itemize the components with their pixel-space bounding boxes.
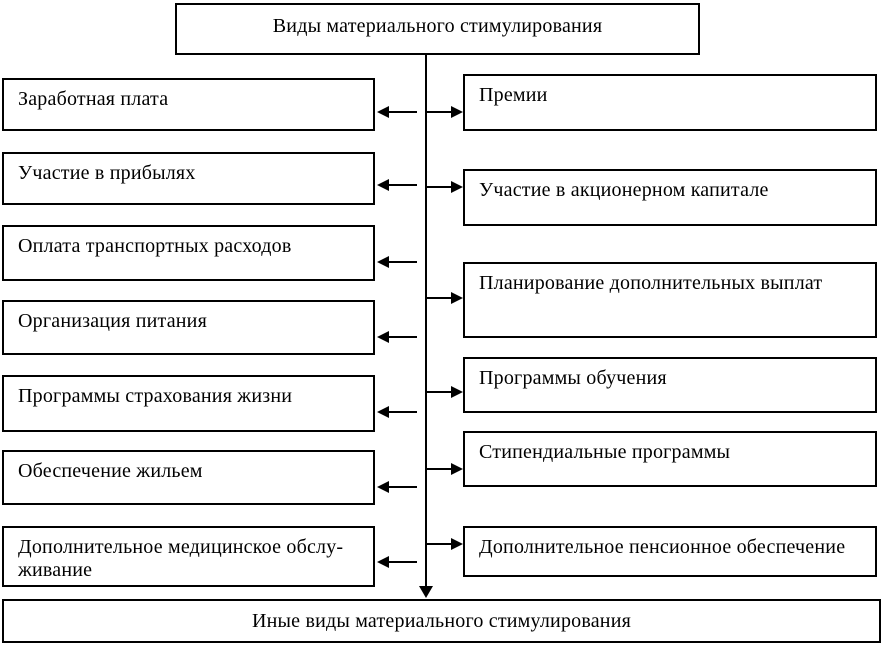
right-arrowhead-icon [451, 292, 463, 304]
arrow-to-life-insurance [377, 406, 417, 418]
right-arrowhead-icon [451, 181, 463, 193]
title-label: Виды материального стимулирования [272, 15, 603, 37]
arrow-shaft [389, 486, 417, 488]
arrow-to-scholarship-programs [427, 463, 463, 475]
left-arrowhead-icon [377, 331, 389, 343]
arrow-to-salary [377, 106, 417, 118]
box-extra-payments-planning: Планирование дополнительных выплат [463, 262, 877, 338]
box-salary-label: Заработная плата [18, 88, 169, 110]
box-catering-label: Организация питания [18, 310, 207, 332]
arrow-to-bonuses [427, 106, 463, 118]
box-scholarship-programs-label: Стипендиальные программы [479, 441, 731, 463]
box-housing: Обеспечение жильем [2, 450, 375, 505]
arrow-to-equity-participation [427, 181, 463, 193]
box-transport-costs-label: Оплата транспортных расходов [18, 235, 292, 257]
footer-label: Иные виды материального стимулирования [251, 610, 632, 632]
left-arrowhead-icon [377, 406, 389, 418]
arrow-shaft [427, 186, 453, 188]
left-arrowhead-icon [377, 481, 389, 493]
arrow-to-transport-costs [377, 256, 417, 268]
box-training-programs-label: Программы обучения [479, 367, 667, 389]
arrow-shaft [389, 336, 417, 338]
box-scholarship-programs: Стипендиальные программы [463, 431, 877, 487]
box-equity-participation: Участие в акционерном капитале [463, 169, 877, 226]
down-arrowhead-icon [419, 586, 433, 598]
arrow-shaft [427, 468, 453, 470]
box-medical-care: Дополнительное медицинское обслу- живани… [2, 526, 375, 587]
box-salary: Заработная плата [2, 78, 375, 131]
box-pension-provision: Дополнительное пенсионное обеспечение [463, 526, 877, 577]
box-profit-sharing-label: Участие в прибылях [18, 162, 196, 184]
box-profit-sharing: Участие в прибылях [2, 152, 375, 205]
arrow-shaft [427, 391, 453, 393]
left-arrowhead-icon [377, 179, 389, 191]
central-connector-line [425, 55, 427, 586]
box-equity-participation-label: Участие в акционерном капитале [479, 179, 769, 201]
arrow-shaft [389, 411, 417, 413]
arrow-shaft [427, 111, 453, 113]
arrow-shaft [389, 561, 417, 563]
box-extra-payments-planning-label: Планирование дополнительных выплат [479, 272, 823, 294]
arrow-shaft [389, 184, 417, 186]
box-catering: Организация питания [2, 300, 375, 355]
right-arrowhead-icon [451, 538, 463, 550]
arrow-to-training-programs [427, 386, 463, 398]
box-other-incentives: Иные виды материального стимулирования [2, 599, 881, 643]
box-life-insurance: Программы страхования жизни [2, 375, 375, 432]
left-arrowhead-icon [377, 556, 389, 568]
box-training-programs: Программы обучения [463, 357, 877, 413]
box-pension-provision-label: Дополнительное пенсионное обеспечение [479, 536, 846, 558]
left-arrowhead-icon [377, 256, 389, 268]
box-life-insurance-label: Программы страхования жизни [18, 385, 293, 407]
arrow-to-catering [377, 331, 417, 343]
right-arrowhead-icon [451, 106, 463, 118]
arrow-to-pension-provision [427, 538, 463, 550]
title-box: Виды материального стимулирования [175, 3, 700, 55]
arrow-to-housing [377, 481, 417, 493]
box-housing-label: Обеспечение жильем [18, 460, 203, 482]
arrow-shaft [427, 543, 453, 545]
box-bonuses: Премии [463, 74, 877, 131]
arrow-to-extra-payments-planning [427, 292, 463, 304]
left-arrowhead-icon [377, 106, 389, 118]
arrow-to-profit-sharing [377, 179, 417, 191]
box-transport-costs: Оплата транспортных расходов [2, 225, 375, 281]
box-medical-care-label: Дополнительное медицинское обслу- живани… [18, 536, 344, 581]
box-bonuses-label: Премии [479, 84, 548, 106]
arrow-shaft [389, 111, 417, 113]
arrow-shaft [427, 297, 453, 299]
arrow-shaft [389, 261, 417, 263]
arrow-to-medical-care [377, 556, 417, 568]
right-arrowhead-icon [451, 463, 463, 475]
right-arrowhead-icon [451, 386, 463, 398]
